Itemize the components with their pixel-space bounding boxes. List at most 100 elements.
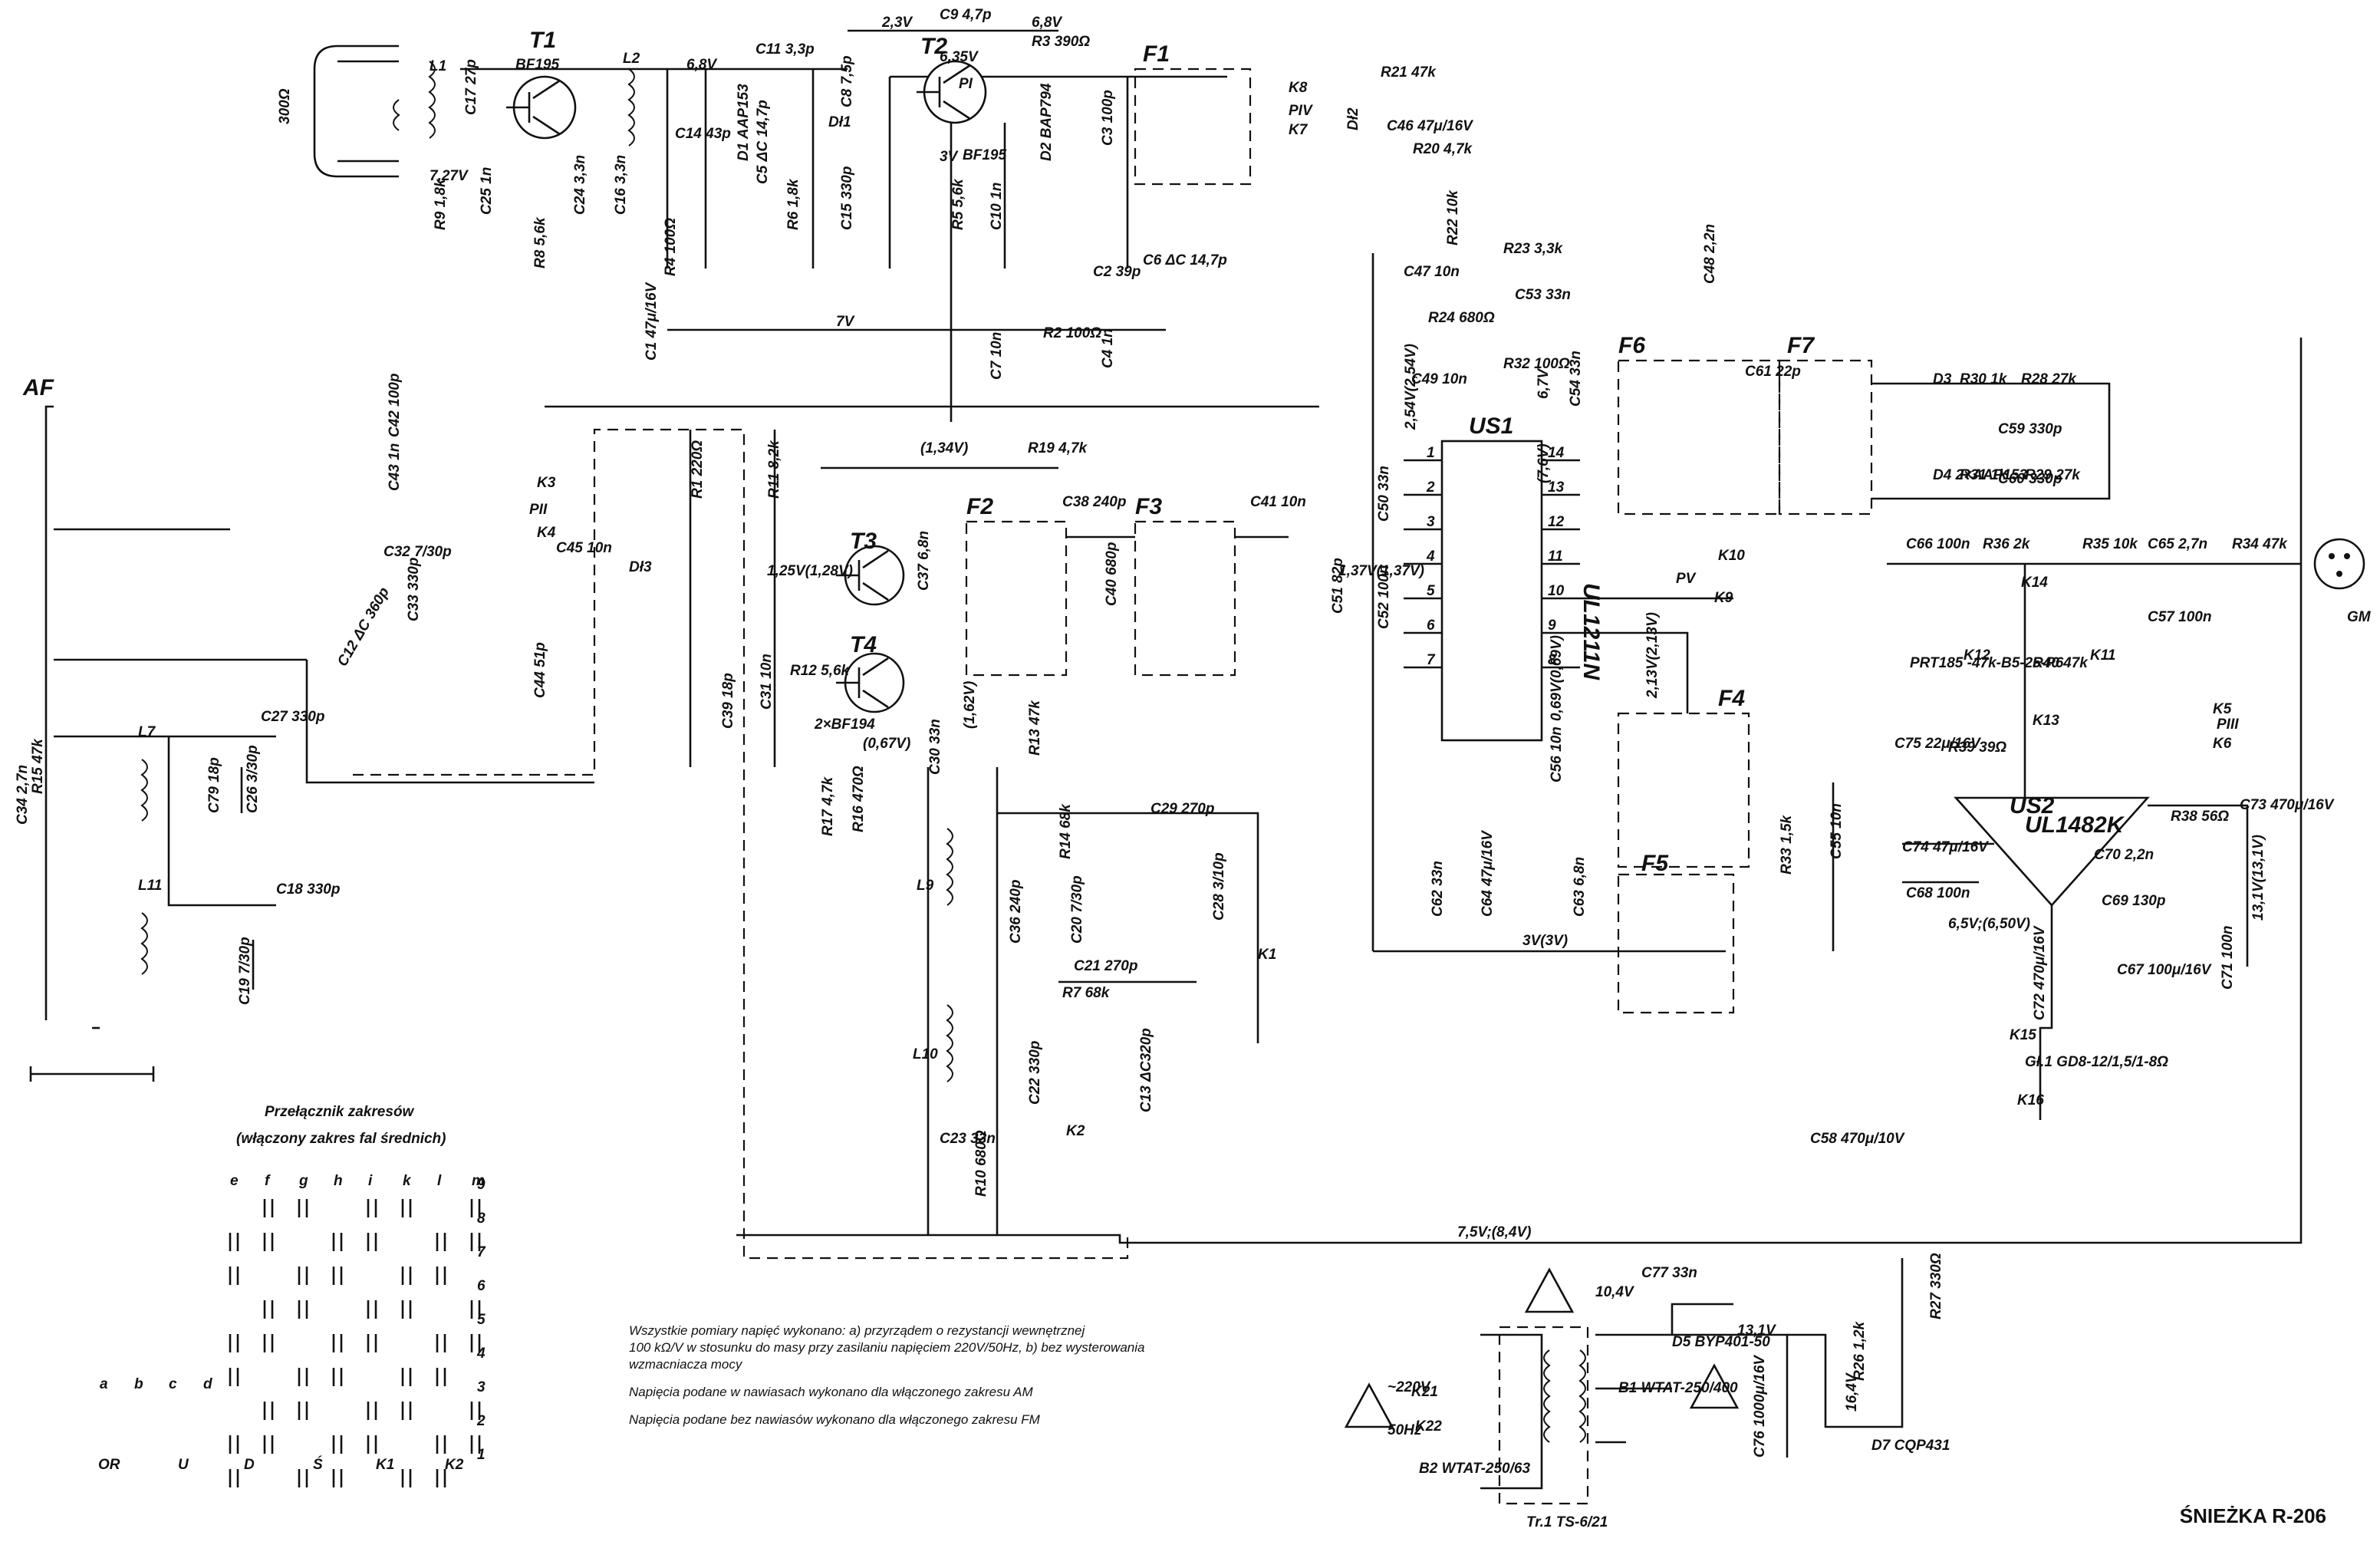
voltage-label: 1,37V(1,37V) (1338, 563, 1424, 579)
switch-contact (470, 1233, 481, 1251)
f1-ref: F1 (1143, 41, 1170, 67)
switch-section-k1: K1 (376, 1457, 394, 1473)
switch-contact (401, 1267, 412, 1285)
resistor-r40: R40 47k (2033, 655, 2089, 671)
switch-contact (229, 1233, 239, 1251)
capacitor-c55: C55 10n (1829, 803, 1845, 859)
power-supply: ~220V 50Hz (1344, 1258, 1904, 1505)
capacitor-c79: C79 18p (206, 757, 222, 813)
diode-d4: D4 2×AAP153 (1933, 467, 2027, 483)
model-title: ŚNIEŻKA R-206 (2179, 1504, 2326, 1527)
switch-contact (332, 1334, 343, 1352)
capacitor-c18: C18 330p (276, 881, 340, 898)
switch-contact (263, 1402, 274, 1420)
resistor-r10: R10 680Ω (973, 1130, 989, 1197)
us2-ref: US2 (2010, 793, 2055, 819)
capacitor-c76: C76 1000μ/16V (1752, 1355, 1768, 1458)
terminal-k11: K11 (2090, 647, 2115, 664)
capacitor-c15: C15 330p (839, 166, 855, 230)
svg-text:10: 10 (1548, 583, 1565, 599)
capacitor-c52: C52 100n (1376, 565, 1392, 629)
capacitor-c14: C14 43p (675, 126, 731, 142)
measurement-notes: Wszystkie pomiary napięć wykonano: a) pr… (629, 1323, 1144, 1427)
resistor-r14: R14 68k (1058, 803, 1074, 859)
note-line-3: wzmacniacza mocy (629, 1357, 743, 1372)
switch-contact (470, 1334, 481, 1352)
resistor-r24: R24 680Ω (1428, 310, 1495, 326)
resistor-r3: R3 390Ω (1032, 34, 1090, 50)
svg-text:1: 1 (1427, 445, 1435, 461)
resistor-r15: R15 47k (30, 738, 46, 794)
af-label: AF (22, 375, 54, 400)
switch-contact (229, 1469, 239, 1487)
svg-text:6: 6 (1427, 618, 1435, 634)
capacitor-c8: C8 7,5p (839, 55, 855, 107)
t4-ref: T4 (850, 632, 877, 657)
resistor-r2: R2 100Ω (1043, 325, 1101, 341)
capacitor-c61: C61 22p (1745, 364, 1801, 380)
capacitor-c40: C40 680p (1104, 542, 1120, 606)
us2-body (1954, 796, 2150, 907)
resistor-r36: R36 2k (1983, 536, 2031, 552)
capacitor-c30: C30 33n (927, 719, 943, 775)
switch-contact (401, 1402, 412, 1420)
antenna-impedance: 300Ω (277, 88, 293, 124)
terminal-k13: K13 (2033, 713, 2059, 729)
t3-ref: T3 (850, 529, 877, 554)
capacitor-c50: C50 33n (1376, 466, 1392, 522)
svg-text:12: 12 (1548, 514, 1565, 530)
switch-contact (436, 1368, 446, 1386)
switch-row-9: 9 (477, 1177, 486, 1193)
switch-contact (436, 1469, 446, 1487)
filter-f2 (965, 520, 1068, 677)
capacitor-c47: C47 10n (1404, 264, 1460, 280)
terminal-k10: K10 (1718, 548, 1745, 564)
switch-contact (298, 1368, 308, 1386)
part-b2: B2 WTAT-250/63 (1419, 1461, 1530, 1477)
capacitor-c46: C46 47μ/16V (1387, 118, 1473, 134)
capacitor-c5: C5 ΔC 14,7p (755, 100, 771, 184)
terminal-k8: K8 (1289, 80, 1308, 96)
diode-d3: D3 (1933, 371, 1952, 387)
diode-d2: D2 BAP794 (1039, 83, 1055, 161)
capacitor-c45: C45 10n (556, 540, 612, 556)
terminal-k14: K14 (2021, 575, 2048, 591)
switch-col-h: h (334, 1173, 343, 1189)
capacitor-c29: C29 270p (1150, 801, 1214, 817)
resistor-r30: R30 1k (1960, 371, 2008, 387)
capacitor-c53: C53 33n (1515, 287, 1571, 303)
capacitor-c59: C59 330p (1998, 421, 2062, 437)
resistor-r33: R33 1,5k (1779, 814, 1795, 875)
capacitor-c4: C4 1n (1100, 328, 1116, 368)
capacitor-c39: C39 18p (720, 673, 736, 729)
voltage-label: 6,7V (1536, 368, 1552, 399)
gm-din-socket[interactable] (2313, 538, 2365, 590)
switch-contact (332, 1233, 343, 1251)
capacitor-c58: C58 470μ/10V (1810, 1131, 1905, 1147)
switch-contact (263, 1199, 274, 1217)
terminal-k16: K16 (2017, 1092, 2044, 1109)
switch-col-f: f (265, 1173, 271, 1189)
capacitor-c22: C22 330p (1027, 1041, 1043, 1105)
switch-contact (263, 1300, 274, 1319)
capacitor-c48: C48 2,2n (1702, 224, 1718, 284)
terminal-piv: PIV (1289, 103, 1313, 119)
capacitor-c67: C67 100μ/16V (2117, 962, 2212, 978)
switch-section-ś: Ś (313, 1456, 323, 1473)
if-amplifier: T3 T4 2×BF194 F2 F3 (545, 405, 1319, 767)
f4-ref: F4 (1718, 686, 1745, 711)
capacitor-c17: C17 27p (463, 59, 479, 115)
warning-icon (1524, 1267, 1575, 1313)
f5-ref: F5 (1641, 851, 1669, 876)
resistor-r20: R20 4,7k (1413, 141, 1473, 157)
f7-ref: F7 (1787, 333, 1815, 358)
voltage-label: (1,62V) (962, 681, 978, 729)
resistor-r26: R26 1,2k (1852, 1320, 1868, 1381)
svg-text:3: 3 (1427, 514, 1435, 530)
demodulator: F6 F7 F4 F5 (1580, 333, 2111, 1014)
capacitor-c77: C77 33n (1641, 1265, 1697, 1281)
capacitor-c21: C21 270p (1074, 958, 1137, 974)
switch-col-e: e (230, 1173, 239, 1189)
